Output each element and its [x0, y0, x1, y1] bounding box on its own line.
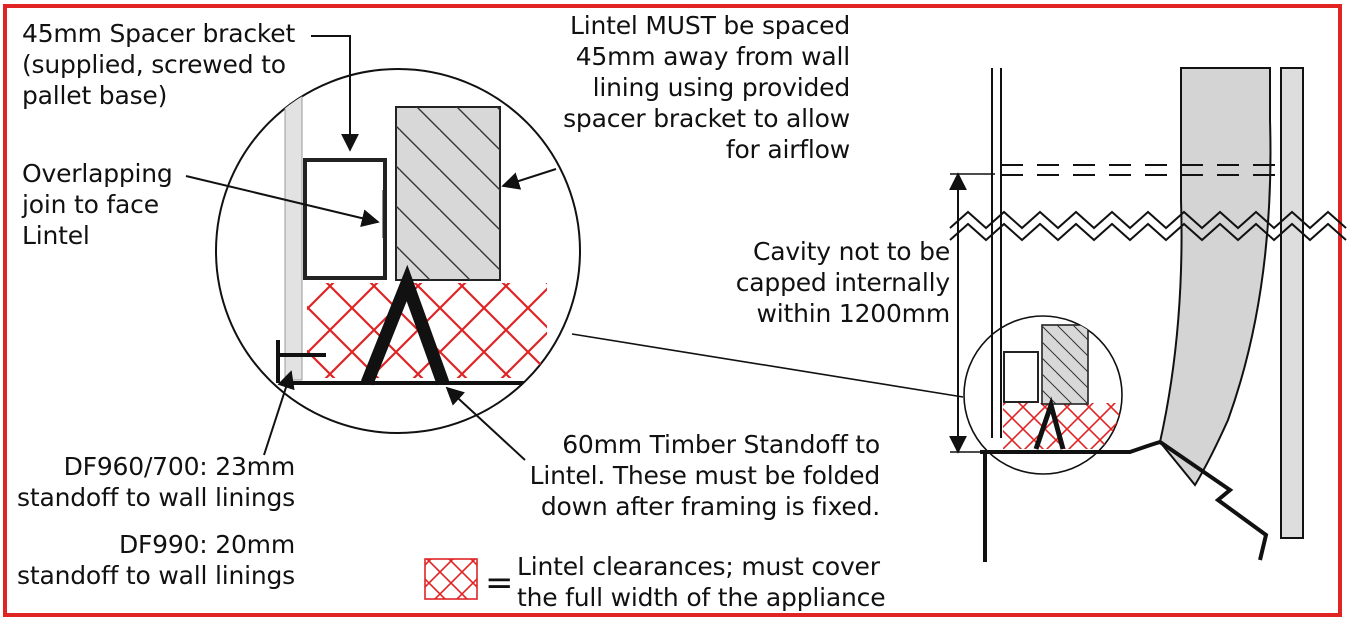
lintel-leader [501, 168, 557, 190]
spacer-bracket-label: 45mm Spacer bracket (supplied, screwed t… [22, 19, 296, 110]
spacer-bracket-leader [311, 35, 359, 152]
side-elevation [949, 67, 1347, 562]
cavity-label: Cavity not to be capped internally withi… [735, 237, 950, 328]
df960-standoff-label: DF960/700: 23mm standoff to wall linings [17, 452, 295, 512]
detail-magnified-circle [215, 68, 581, 434]
overlapping-join-leader [185, 175, 380, 227]
callout-connector-line [571, 333, 964, 398]
legend-equals-sign: = [485, 563, 514, 603]
legend-swatch [424, 558, 478, 600]
clearance-zone-small [1003, 403, 1122, 449]
red-border-frame [3, 4, 1342, 617]
legend-text: Lintel clearances; must cover the full w… [517, 552, 886, 612]
df990-standoff-label: DF990: 20mm standoff to wall linings [17, 530, 295, 590]
timber-standoff-label: 60mm Timber Standoff to Lintel. These mu… [529, 430, 881, 521]
overlapping-join-label: Overlapping join to face Lintel [22, 159, 173, 250]
lintel-spacing-label: Lintel MUST be spaced 45mm away from wal… [563, 11, 850, 164]
timber-standoff-leader [445, 386, 526, 461]
wall-standoff-leader [263, 370, 295, 456]
